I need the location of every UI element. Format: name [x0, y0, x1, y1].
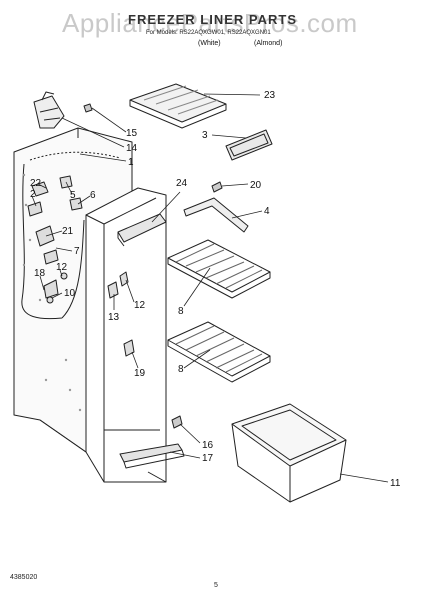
callout-6: 6	[90, 190, 96, 201]
leader-lines	[31, 93, 389, 483]
callout-24: 24	[176, 178, 188, 189]
screw-15-shape	[83, 103, 93, 113]
callout-10: 10	[64, 288, 76, 299]
color-variants: (White) (Almond)	[198, 40, 308, 50]
callout-17: 17	[202, 453, 214, 464]
screw-20-shape	[211, 181, 223, 193]
top-shelf-frame-shape	[129, 83, 227, 129]
bottom-trim-shape	[119, 443, 185, 469]
callout-15: 15	[126, 128, 138, 139]
callout-13: 13	[108, 312, 120, 323]
watermark: AppliancePartsPros.com	[62, 8, 358, 38]
callout-4: 4	[264, 206, 270, 217]
callout-8-upper: 8	[178, 306, 184, 317]
page-number: 5	[214, 582, 218, 589]
diagram-title: FREEZER LINER PARTS	[128, 12, 297, 27]
callout-1: 1	[128, 157, 134, 168]
variant-almond: (Almond)	[254, 40, 283, 47]
shelf-panel-shape	[225, 129, 273, 161]
callout-3: 3	[202, 130, 208, 141]
callout-18: 18	[34, 268, 46, 279]
shelf-clips-shape	[107, 271, 135, 357]
wire-shelf-lower-shape	[167, 321, 271, 383]
callout-11: 11	[390, 478, 401, 489]
shelf-support-shape	[183, 197, 249, 233]
control-components-shape	[27, 175, 83, 304]
callout-12: 12	[56, 262, 68, 273]
callout-8-lower: 8	[178, 364, 184, 375]
callout-23: 23	[264, 90, 276, 101]
callout-2: 2	[30, 189, 36, 200]
callout-14: 14	[126, 143, 138, 154]
screw-16-shape	[171, 415, 183, 429]
variant-white: (White)	[198, 40, 221, 47]
callout-19: 19	[134, 368, 146, 379]
liner-front-panel-shape	[85, 187, 167, 483]
callout-5: 5	[70, 190, 76, 201]
rail-cover-shape	[117, 213, 167, 247]
top-bracket-shape	[33, 91, 65, 129]
callout-22: 22	[30, 178, 42, 189]
callout-labels: 23 3 15 14 1 22 2 5 6 7 21 18 12 10 24 2…	[30, 90, 401, 489]
freezer-basket-shape	[231, 403, 347, 503]
callout-21: 21	[62, 226, 74, 237]
callout-7: 7	[74, 246, 80, 257]
callout-20: 20	[250, 180, 262, 191]
model-subtitle: For Models: RS22AQXGW01, RS22AQXGN01	[146, 30, 271, 36]
callout-12b: 12	[134, 300, 146, 311]
document-number: 4385020	[10, 574, 38, 581]
callout-16: 16	[202, 440, 214, 451]
wire-shelf-upper-shape	[167, 239, 271, 299]
